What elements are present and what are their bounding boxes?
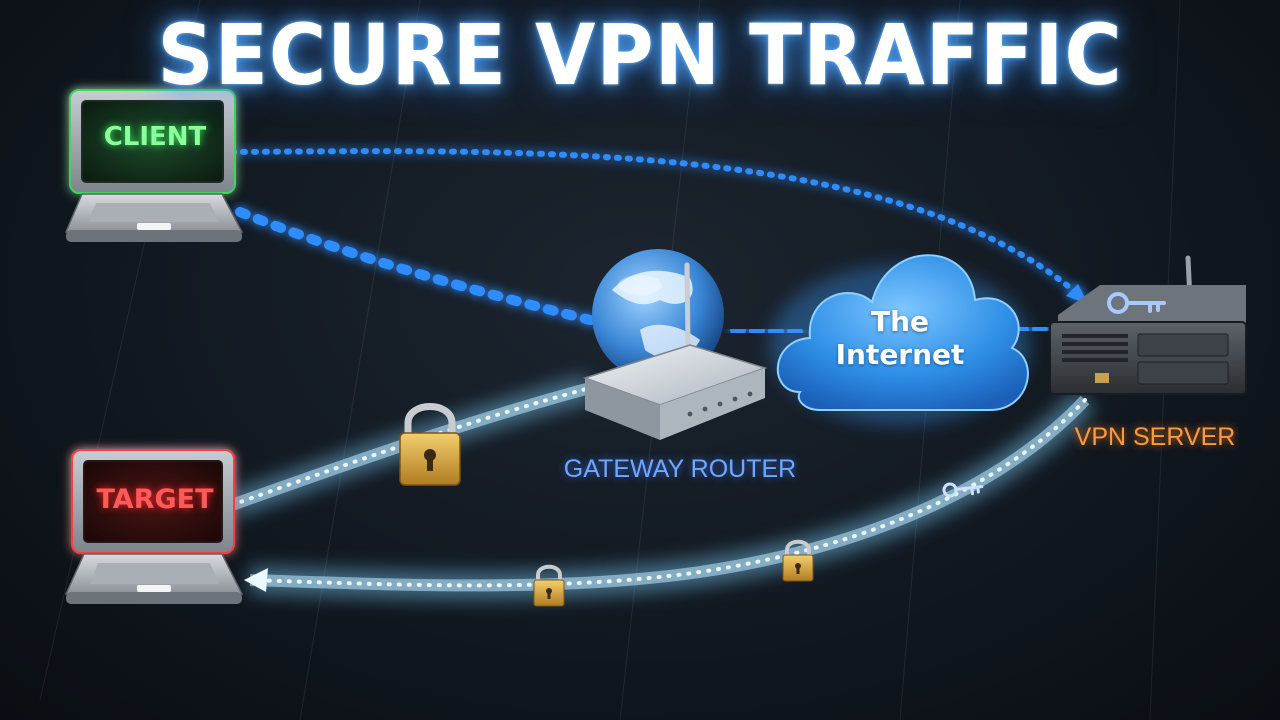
cloud-icon	[770, 254, 1030, 425]
vpn-server-icon	[1049, 255, 1247, 395]
arrowhead-target	[244, 568, 268, 592]
page-title: SECURE VPN TRAFFIC	[157, 6, 1123, 104]
padlock-icon	[399, 403, 461, 486]
client-label: CLIENT	[103, 122, 207, 152]
tunnel-server-target	[244, 390, 1096, 600]
vpn-server-label: VPN SERVER	[1074, 423, 1236, 451]
server-key-icon	[1107, 292, 1166, 314]
padlock-icon	[782, 539, 814, 582]
tunnel-key-icon	[942, 482, 984, 498]
padlock-icon	[533, 564, 565, 607]
client-to-server-link	[229, 148, 1083, 299]
gateway-router-label: GATEWAY ROUTER	[563, 455, 797, 483]
internet-label: The Internet	[835, 305, 965, 371]
router-icon	[582, 262, 768, 440]
client-laptop	[64, 89, 244, 242]
client-to-router-link	[235, 207, 615, 330]
target-label: TARGET	[96, 484, 214, 515]
target-laptop	[64, 449, 244, 604]
